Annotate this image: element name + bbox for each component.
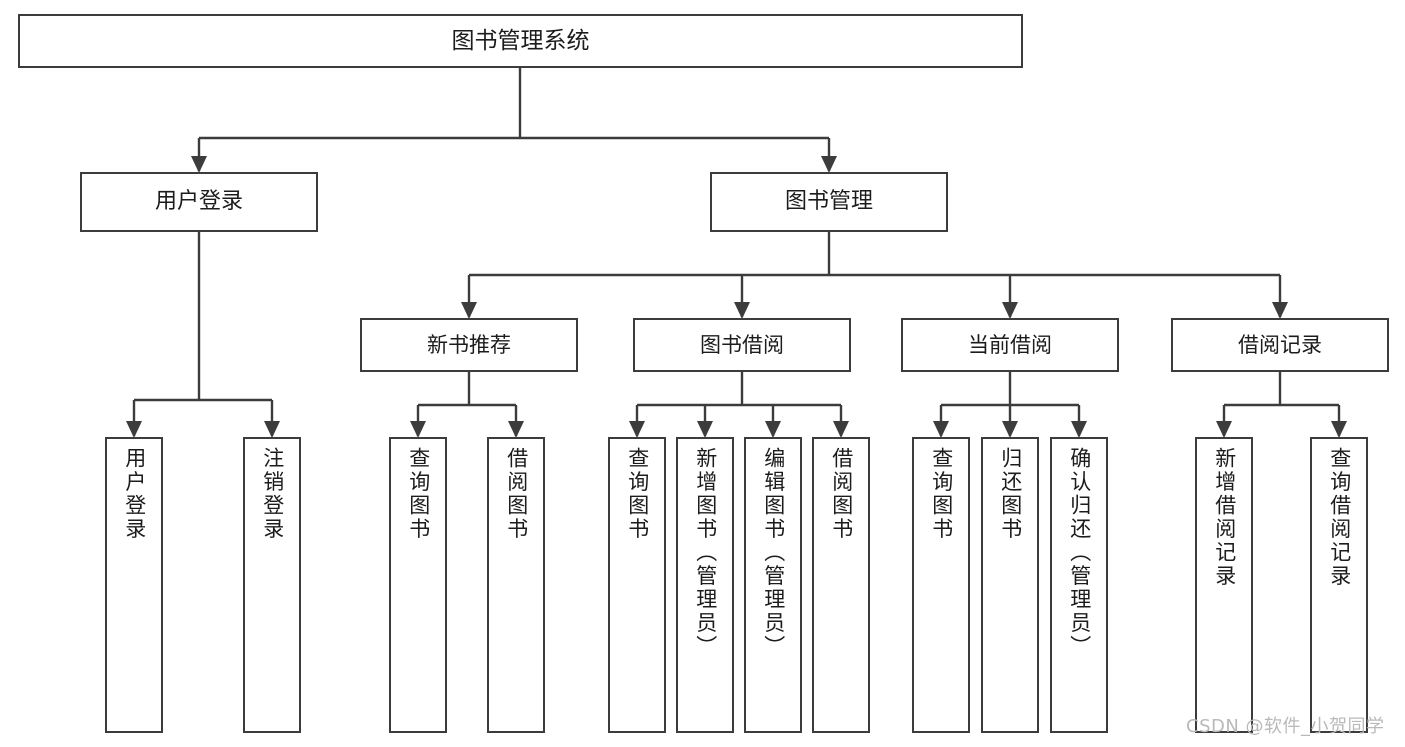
leaf-borrow-book-rec-label: 借阅图书 (504, 447, 529, 541)
leaf-query-book-current-label: 查询图书 (929, 447, 954, 541)
node-user-login-label: 用户登录 (154, 189, 243, 215)
leaf-user-login[interactable]: 用户登录 (105, 437, 163, 733)
leaf-query-borrow-record-label: 查询借阅记录 (1327, 447, 1352, 588)
leaf-logout-login[interactable]: 注销登录 (243, 437, 301, 733)
node-book-management[interactable]: 图书管理 (710, 172, 948, 232)
node-current-borrow-label: 当前借阅 (968, 332, 1052, 357)
leaf-logout-login-label: 注销登录 (260, 447, 285, 541)
leaf-user-login-label: 用户登录 (122, 447, 147, 541)
leaf-query-borrow-record[interactable]: 查询借阅记录 (1310, 437, 1368, 733)
node-borrow-record[interactable]: 借阅记录 (1171, 318, 1389, 372)
leaf-add-borrow-record-label: 新增借阅记录 (1212, 447, 1237, 588)
leaf-query-book-borrow-label: 查询图书 (625, 447, 650, 541)
leaf-add-book-admin[interactable]: 新增图书（管理员） (676, 437, 734, 733)
leaf-borrow-book-label: 借阅图书 (829, 447, 854, 541)
leaf-borrow-book-rec[interactable]: 借阅图书 (487, 437, 545, 733)
leaf-return-book[interactable]: 归还图书 (981, 437, 1039, 733)
leaf-query-book-current[interactable]: 查询图书 (912, 437, 970, 733)
csdn-watermark: CSDN @软件_小贺同学 (1186, 716, 1385, 737)
node-root[interactable]: 图书管理系统 (18, 14, 1023, 68)
leaf-return-book-label: 归还图书 (998, 447, 1023, 541)
leaf-borrow-book[interactable]: 借阅图书 (812, 437, 870, 733)
node-new-book-recommend-label: 新书推荐 (427, 332, 511, 357)
node-current-borrow[interactable]: 当前借阅 (901, 318, 1119, 372)
node-book-management-label: 图书管理 (784, 189, 873, 215)
node-book-borrow[interactable]: 图书借阅 (633, 318, 851, 372)
node-new-book-recommend[interactable]: 新书推荐 (360, 318, 578, 372)
node-root-label: 图书管理系统 (451, 27, 590, 54)
node-borrow-record-label: 借阅记录 (1238, 332, 1322, 357)
leaf-query-book-rec-label: 查询图书 (406, 447, 431, 541)
leaf-edit-book-admin[interactable]: 编辑图书（管理员） (744, 437, 802, 733)
leaf-add-borrow-record[interactable]: 新增借阅记录 (1195, 437, 1253, 733)
leaf-query-book-rec[interactable]: 查询图书 (389, 437, 447, 733)
leaf-confirm-return-admin[interactable]: 确认归还（管理员） (1050, 437, 1108, 733)
leaf-add-book-admin-label: 新增图书（管理员） (693, 447, 718, 659)
leaf-confirm-return-admin-label: 确认归还（管理员） (1067, 447, 1092, 659)
leaf-query-book-borrow[interactable]: 查询图书 (608, 437, 666, 733)
node-book-borrow-label: 图书借阅 (700, 332, 784, 357)
leaf-edit-book-admin-label: 编辑图书（管理员） (761, 447, 786, 659)
node-user-login[interactable]: 用户登录 (80, 172, 318, 232)
